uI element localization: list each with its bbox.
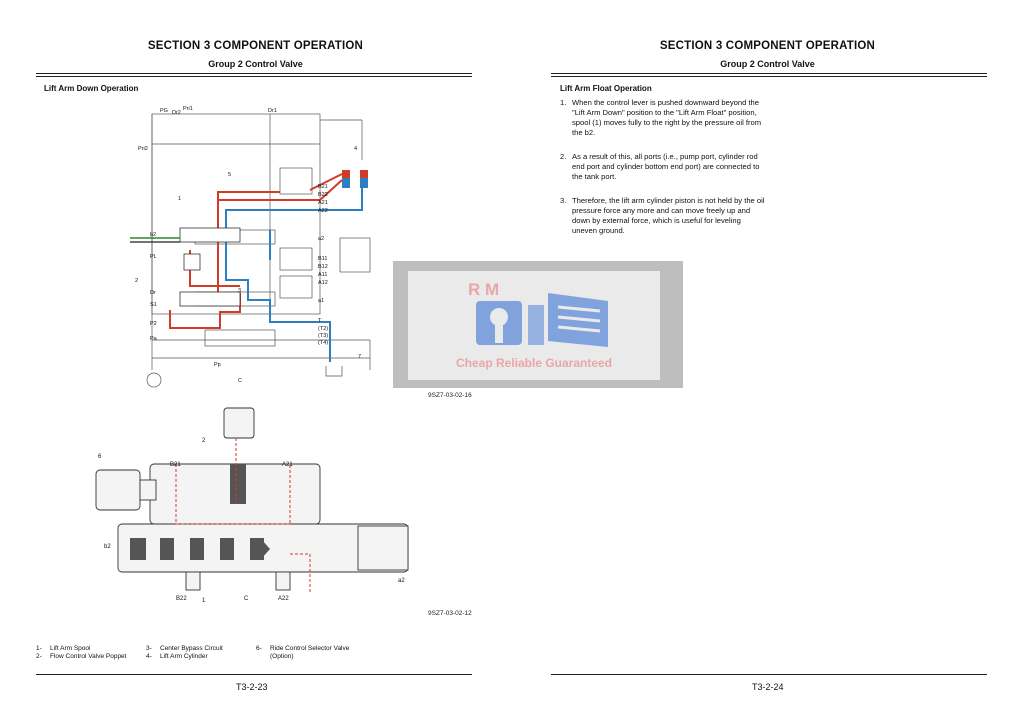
label-num-7: 7 [358,354,361,360]
section-label-b22: B22 [176,596,187,602]
group-title: Group 2 Control Valve [720,59,815,69]
page-number-left: T3-2-23 [236,682,268,692]
label-pa: Pa [150,336,158,342]
label-num-5: 5 [228,172,231,178]
section-label-a21: A21 [282,462,293,468]
right-page: SECTION 3 COMPONENT OPERATION Group 2 Co… [512,0,1023,725]
label-s1: S1 [150,302,157,308]
label-dr1: Dr1 [268,108,277,114]
label-pl: PL [150,254,157,260]
figure2-code: 9SZ7-03-02-12 [428,610,472,617]
label-a11: A11 [318,272,327,278]
label-t: T [318,318,322,324]
step-item: 3.Therefore, the lift arm cylinder pisto… [560,196,765,235]
label-dr2: Dr2 [172,110,181,116]
section-label-b21: B21 [170,462,181,468]
label-a12: A12 [318,280,328,286]
label-num-1: 1 [178,196,181,202]
legend-item: 1-Lift Arm Spool [36,645,91,652]
legend-item: 3-Center Bypass Circuit [146,645,223,652]
watermark-overlay: R M Cheap Reliable Guaranteed [393,261,683,388]
label-t3: (T3) [318,333,328,339]
subheading-lift-arm-float: Lift Arm Float Operation [560,84,652,93]
header-rule-thin [36,76,472,77]
label-num-3: 3 [238,288,241,294]
label-b12: B12 [318,264,328,270]
left-page: SECTION 3 COMPONENT OPERATION Group 2 Co… [0,0,511,725]
legend-col-2: 3-Center Bypass Circuit 4-Lift Arm Cylin… [146,645,223,661]
section-label-1: 1 [202,598,206,604]
label-p2: P2 [150,321,157,327]
label-pri1: Pri1 [183,106,193,112]
group-title: Group 2 Control Valve [208,59,303,69]
footer-rule [36,674,472,675]
valve-cross-section-diagram: 6 2 B21 A21 b2 B22 1 C A22 a2 [95,407,409,604]
footer-rule [551,674,987,675]
section-label-2: 2 [202,438,206,444]
watermark-logo: R M Cheap Reliable Guaranteed [456,280,612,370]
section-label-6: 6 [98,454,102,460]
label-b11: B11 [318,256,327,262]
label-t2: (T2) [318,326,328,332]
watermark-bottom-text: Cheap Reliable Guaranteed [456,356,612,370]
label-num-4: 4 [354,146,357,152]
hydraulic-circuit-diagram: PG Dr2 Pri1 Dr1 Pri2 b2 PL Dr S1 P2 Pa P… [130,106,371,388]
subheading-lift-arm-down: Lift Arm Down Operation [44,84,139,93]
page-number-right: T3-2-24 [752,682,784,692]
legend-item: 2-Flow Control Valve Poppet [36,653,127,660]
watermark-panel: R M Cheap Reliable Guaranteed [408,271,660,380]
section-label-c: C [244,596,249,602]
legend-col-3: 6-Ride Control Selector Valve (Option) [256,645,349,661]
label-a2: a2 [318,236,324,242]
header-rule [551,73,987,74]
label-t4: (T4) [318,340,328,346]
figure1-code: 9SZ7-03-02-16 [428,392,472,399]
label-a22: A22 [318,208,328,214]
section-label-b2: b2 [104,544,111,550]
section-label-a2: a2 [398,578,405,584]
legend-col-1: 1-Lift Arm Spool 2-Flow Control Valve Po… [36,645,126,661]
legend-item: 4-Lift Arm Cylinder [146,653,208,660]
label-num-2: 2 [135,278,138,284]
header-rule-thin [551,76,987,77]
label-b2: b2 [150,232,156,238]
label-b21: B21 [318,184,328,190]
label-dr: Dr [150,290,156,296]
watermark-top-text: R M [468,280,499,299]
label-a21: A21 [318,200,328,206]
section-title: SECTION 3 COMPONENT OPERATION [147,40,364,52]
label-a1: a1 [318,298,324,304]
step-item: 2.As a result of this, all ports (i.e., … [560,152,760,181]
step-item: 1.When the control lever is pushed downw… [560,98,762,137]
label-pp: Pp [214,362,221,368]
label-pg: PG [160,108,168,114]
label-pri2: Pri2 [138,146,148,152]
header-rule [36,73,472,74]
operation-steps: 1.When the control lever is pushed downw… [560,98,765,250]
label-c: C [238,378,242,384]
section-label-a22: A22 [278,596,289,602]
label-b22: B22 [318,192,328,198]
legend-item: (Option) [270,653,294,660]
section-title: SECTION 3 COMPONENT OPERATION [659,40,876,52]
legend-item: 6-Ride Control Selector Valve [256,645,350,652]
